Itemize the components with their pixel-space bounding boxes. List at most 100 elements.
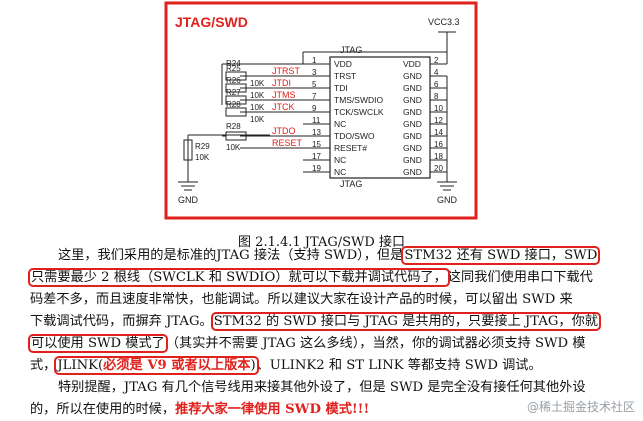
pin-num-4: 4 [434, 68, 439, 77]
pin-name-10: GND [403, 107, 422, 117]
pin-num-15: 15 [312, 140, 321, 149]
resistor-body-r28 [225, 107, 247, 117]
highlight-two-wires: 只需要最少 2 根线（SWCLK 和 SWDIO）就可以下载并调试代码了， [28, 268, 450, 287]
pin-name-8: GND [403, 95, 422, 105]
header-top-label: JTAG [340, 45, 362, 55]
p1-line-1: 这里，我们采用的是标准的JTAG 接法（支持 SWD），但是STM32 还有 S… [30, 245, 630, 267]
resistor-ref-r29: R29 [195, 142, 210, 151]
jlink-close-paren: ) [250, 358, 256, 373]
pin-num-11: 11 [312, 116, 321, 125]
pin-num-5: 5 [312, 80, 317, 89]
pin-name-14: GND [403, 131, 422, 141]
gnd-label-right: GND [437, 195, 458, 205]
p1-line-6: 式，JLINK(必须是 V9 或者以上版本)、ULINK2 和 ST LINK … [30, 355, 630, 377]
pin-name-18: GND [403, 155, 422, 165]
pin-name-15: RESET# [334, 143, 367, 153]
highlight-shared-interface: STM32 的 SWD 接口与 JTAG 是共用的，只要接上 JTAG，你就 [210, 312, 601, 331]
pin-name-11: NC [334, 119, 346, 129]
highlight-jlink: JLINK(必须是 V9 或者以上版本) [54, 356, 259, 375]
net-label-jtdi: JTDI [272, 78, 291, 88]
net-label-jtdo: JTDO [272, 126, 296, 136]
net-label-reset: RESET [272, 138, 303, 148]
pin-name-5: TDI [334, 83, 348, 93]
pin-name-16: GND [403, 143, 422, 153]
figure-caption: 图 2.1.4.1 JTAG/SWD 接口 [238, 235, 405, 250]
resistor-ref-r26: R26 [226, 76, 241, 85]
pin-name-17: NC [334, 155, 346, 165]
header-bottom-label: JTAG [340, 179, 362, 189]
pin-num-16: 16 [434, 140, 443, 149]
gnd-label-left: GND [178, 195, 199, 205]
pin-name-1: VDD [334, 59, 352, 69]
net-label-jtms: JTMS [272, 90, 296, 100]
pin-name-19: NC [334, 167, 346, 177]
p1-line-5: 可以使用 SWD 模式了（其实并不需要 JTAG 这么多线），当然，你的调试器必… [28, 333, 630, 355]
schematic-frame [164, 1, 478, 220]
p1-line-2-text: 这同我们使用串口下载代 [447, 270, 593, 285]
net-label-jtrst: JTRST [272, 66, 301, 76]
resistor-ref-r25: R25 [226, 64, 241, 73]
pin-name-6: GND [403, 83, 422, 93]
vcc-label: VCC3.3 [428, 17, 460, 27]
resistor-ref-r27: R27 [226, 88, 241, 97]
resistor-value-r29: 10K [195, 153, 210, 162]
pin-name-3: TRST [334, 71, 356, 81]
pin-num-8: 8 [434, 92, 439, 101]
pin-num-3: 3 [312, 68, 317, 77]
pin-num-19: 19 [312, 164, 321, 173]
pin-name-20: GND [403, 167, 422, 177]
highlight-swd-mode: 可以使用 SWD 模式了 [28, 334, 168, 353]
pin-num-14: 14 [434, 128, 443, 137]
pin-num-12: 12 [434, 116, 443, 125]
pin-name-12: GND [403, 119, 422, 129]
resistor-value-r28: 10K [226, 143, 241, 152]
pin-num-18: 18 [434, 152, 443, 161]
pin-name-4: GND [403, 71, 422, 81]
jtag-swd-schematic: JTAG/SWD VCC3.3 JTAG JTAG 1 VDD 3 TRST 5 TDI 7… [164, 1, 478, 220]
gnd-symbol-right [437, 181, 457, 191]
p1-line-5-text: （其实并不需要 JTAG 这么多线），当然，你的调试器必须支持 SWD 模 [165, 336, 586, 351]
resistor-ref-r24: R24 [226, 59, 241, 68]
pin-num-2: 2 [434, 56, 439, 65]
net-label-jtck: JTCK [272, 102, 295, 112]
pin-num-1: 1 [312, 56, 317, 65]
pin-num-7: 7 [312, 92, 317, 101]
highlight-stm32-swd: STM32 还有 SWD 接口，SWD [401, 246, 601, 265]
pin-num-20: 20 [434, 164, 443, 173]
p1-line-6-tail: 、ULINK2 和 ST LINK 等都支持 SWD 调试。 [256, 358, 542, 373]
header-body [329, 56, 431, 179]
paragraph-1: 这里，我们采用的是标准的JTAG 接法（支持 SWD），但是STM32 还有 S… [28, 245, 630, 377]
p1-line-2: 只需要最少 2 根线（SWCLK 和 SWDIO）就可以下载并调试代码了，这同我… [28, 267, 630, 289]
pin-name-9: TCK/SWCLK [334, 107, 384, 117]
jlink-text: JLINK( [57, 358, 104, 373]
paragraph-2: 特别提醒，JTAG 有几个信号线用来接其他外设了，但是 SWD 是完全没有接任何… [30, 377, 630, 421]
p1-line-4: 下载调试代码，而摒弃 JTAG。STM32 的 SWD 接口与 JTAG 是共用… [30, 311, 630, 333]
p1-line-4-text: 下载调试代码，而摒弃 JTAG。 [30, 314, 213, 329]
p2-line-1: 特别提醒，JTAG 有几个信号线用来接其他外设了，但是 SWD 是完全没有接任何… [30, 377, 630, 399]
watermark: @稀土掘金技术社区 [526, 400, 635, 414]
p1-line-1-text: 这里，我们采用的是标准的JTAG 接法（支持 SWD），但是 [58, 248, 404, 263]
resistor-value-r28: 10K [250, 115, 265, 124]
pin-num-9: 9 [312, 104, 317, 113]
resistor-body-r25 [225, 71, 247, 81]
pin-num-6: 6 [434, 80, 439, 89]
p2-line-2: 的，所以在使用的时候，推荐大家一律使用 SWD 模式!!! [30, 399, 630, 421]
jlink-version-note: 必须是 V9 或者以上版本 [103, 358, 251, 373]
p1-line-3: 码差不多，而且速度非常快，也能调试。所以建议大家在设计产品的时候，可以留出 SW… [30, 289, 630, 311]
p2-line-2-text: 的，所以在使用的时候， [30, 402, 176, 417]
pin-name-7: TMS/SWDIO [334, 95, 383, 105]
pin-name-2: VDD [403, 59, 421, 69]
resistor-body-r27 [225, 95, 247, 105]
p1-line-3-text: 码差不多，而且速度非常快，也能调试。所以建议大家在设计产品的时候，可以留出 SW… [30, 292, 573, 307]
resistor-value-r25: 10K [250, 79, 265, 88]
pin-num-13: 13 [312, 128, 321, 137]
resistor-ref-r28: R28 [226, 100, 241, 109]
resistor-ref-r28: R28 [226, 122, 241, 131]
resistor-value-r27: 10K [250, 103, 265, 112]
p1-line-6-text: 式， [30, 358, 57, 373]
schematic-title: JTAG/SWD [175, 14, 248, 30]
pin-name-13: TDO/SWO [334, 131, 375, 141]
recommend-swd-note: 推荐大家一律使用 SWD 模式!!! [175, 402, 370, 417]
